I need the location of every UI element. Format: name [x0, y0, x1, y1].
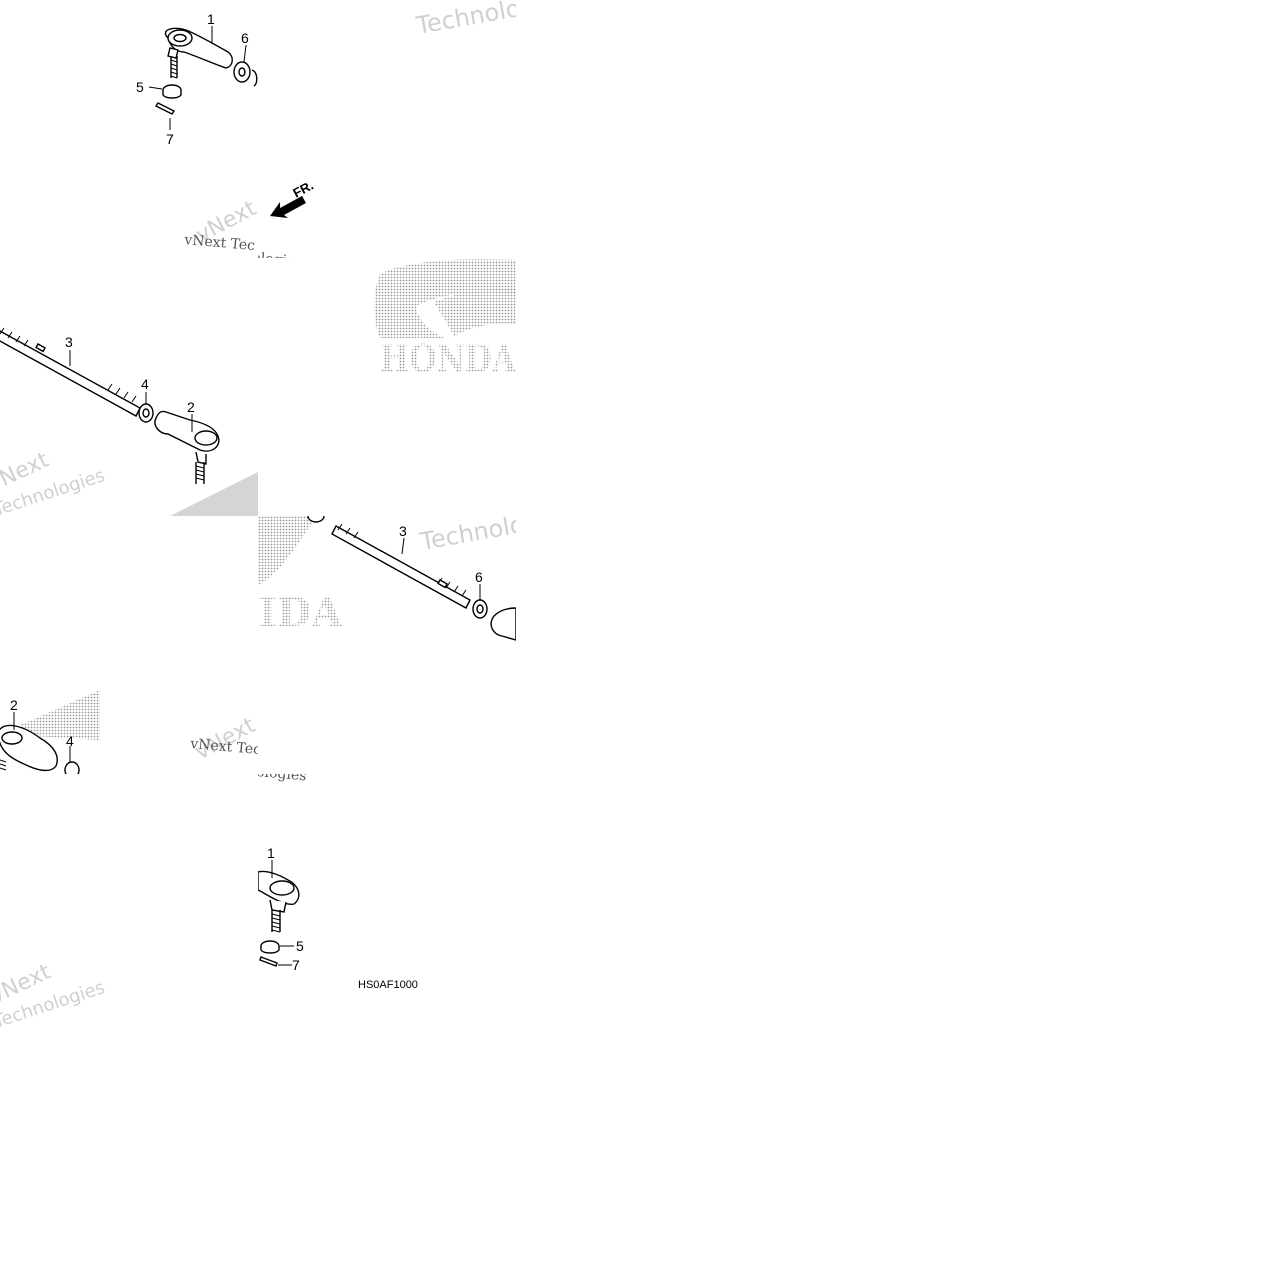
tile-middle-right-drawing: HONDA — [374, 259, 516, 381]
front-direction-arrow — [270, 196, 306, 218]
callout-2-lower: 2 — [10, 697, 18, 713]
tie-rod-end-assembly — [154, 27, 258, 115]
tile-top-right-drawing: Technologies FR. ologies — [258, 0, 516, 258]
honda-wing-logo — [374, 259, 516, 338]
callout-4-left: 4 — [141, 376, 149, 392]
callout-3-left: 3 — [65, 334, 73, 350]
tile-bottom: ologies 1 5 7 HS0AF1000 — [258, 774, 516, 1032]
tile-lower-middle: IDA 3 6 Technologies — [258, 516, 516, 774]
callout-1: 1 — [207, 11, 215, 27]
tie-rod-assembly-left — [0, 327, 220, 484]
tile-bottom-drawing: ologies 1 5 7 HS0AF1000 — [258, 774, 418, 991]
honda-logo-fragment: IDA — [258, 589, 343, 636]
watermark-technologies-top: Technologies — [413, 0, 516, 40]
callout-1-bottom: 1 — [267, 845, 275, 861]
tile-lower-left-drawing: 2 4 vNext vNext Tec — [0, 690, 258, 774]
watermark-ologies-top: ologies — [258, 250, 303, 258]
dotted-logo-fragment — [170, 472, 258, 516]
watermark-technologies-lower: Technologies — [417, 516, 516, 556]
tile-lower-middle-drawing: IDA 3 6 Technologies — [258, 516, 516, 641]
callout-leaders — [148, 26, 247, 130]
callout-5: 5 — [136, 79, 144, 95]
callout-leaders-lower-left — [13, 712, 71, 762]
callout-6-right: 6 — [475, 569, 483, 585]
tile-lower-left: 2 4 vNext vNext Tec — [0, 690, 258, 774]
callout-leaders-mid-left — [69, 350, 193, 432]
front-direction-label: FR. — [290, 178, 316, 201]
watermark-vnext-tec-lower: vNext Tec — [189, 736, 258, 758]
callout-2-left: 2 — [187, 399, 195, 415]
callout-5-bottom: 5 — [296, 938, 304, 954]
callout-7-bottom: 7 — [292, 957, 300, 973]
callout-leaders-lower-middle — [401, 537, 481, 600]
callout-leaders-bottom — [271, 860, 294, 966]
tile-middle-left: 3 4 2 vNext Technologies — [0, 258, 258, 516]
callout-7: 7 — [166, 131, 174, 147]
watermark-ologies-bottom: ologies — [258, 774, 307, 784]
watermark-vnext-tec-top: vNext Tec — [183, 232, 256, 254]
tile-middle-right: HONDA — [258, 258, 516, 516]
tile-middle-left-drawing: 3 4 2 vNext Technologies — [0, 327, 258, 516]
tile-top: 1 6 5 7 vNext vNext Tec — [0, 0, 258, 258]
tile-bottom-left: vNext Technologies — [0, 944, 258, 1032]
callout-6: 6 — [241, 30, 249, 46]
tile-bottom-left-drawing: vNext Technologies — [0, 959, 108, 1032]
tile-top-right: Technologies FR. ologies — [258, 0, 516, 258]
honda-logo-text: HONDA — [380, 336, 516, 381]
tie-rod-end-bottom — [258, 870, 300, 967]
diagram-code: HS0AF1000 — [358, 979, 418, 991]
tie-rod-assembly-right — [307, 516, 516, 641]
tile-top-drawing: 1 6 5 7 vNext vNext Tec — [136, 11, 258, 254]
callout-4-lower: 4 — [66, 733, 74, 749]
callout-3-right: 3 — [399, 523, 407, 539]
ball-joint-partial — [0, 724, 80, 774]
dotted-logo-lower: IDA — [258, 516, 343, 636]
